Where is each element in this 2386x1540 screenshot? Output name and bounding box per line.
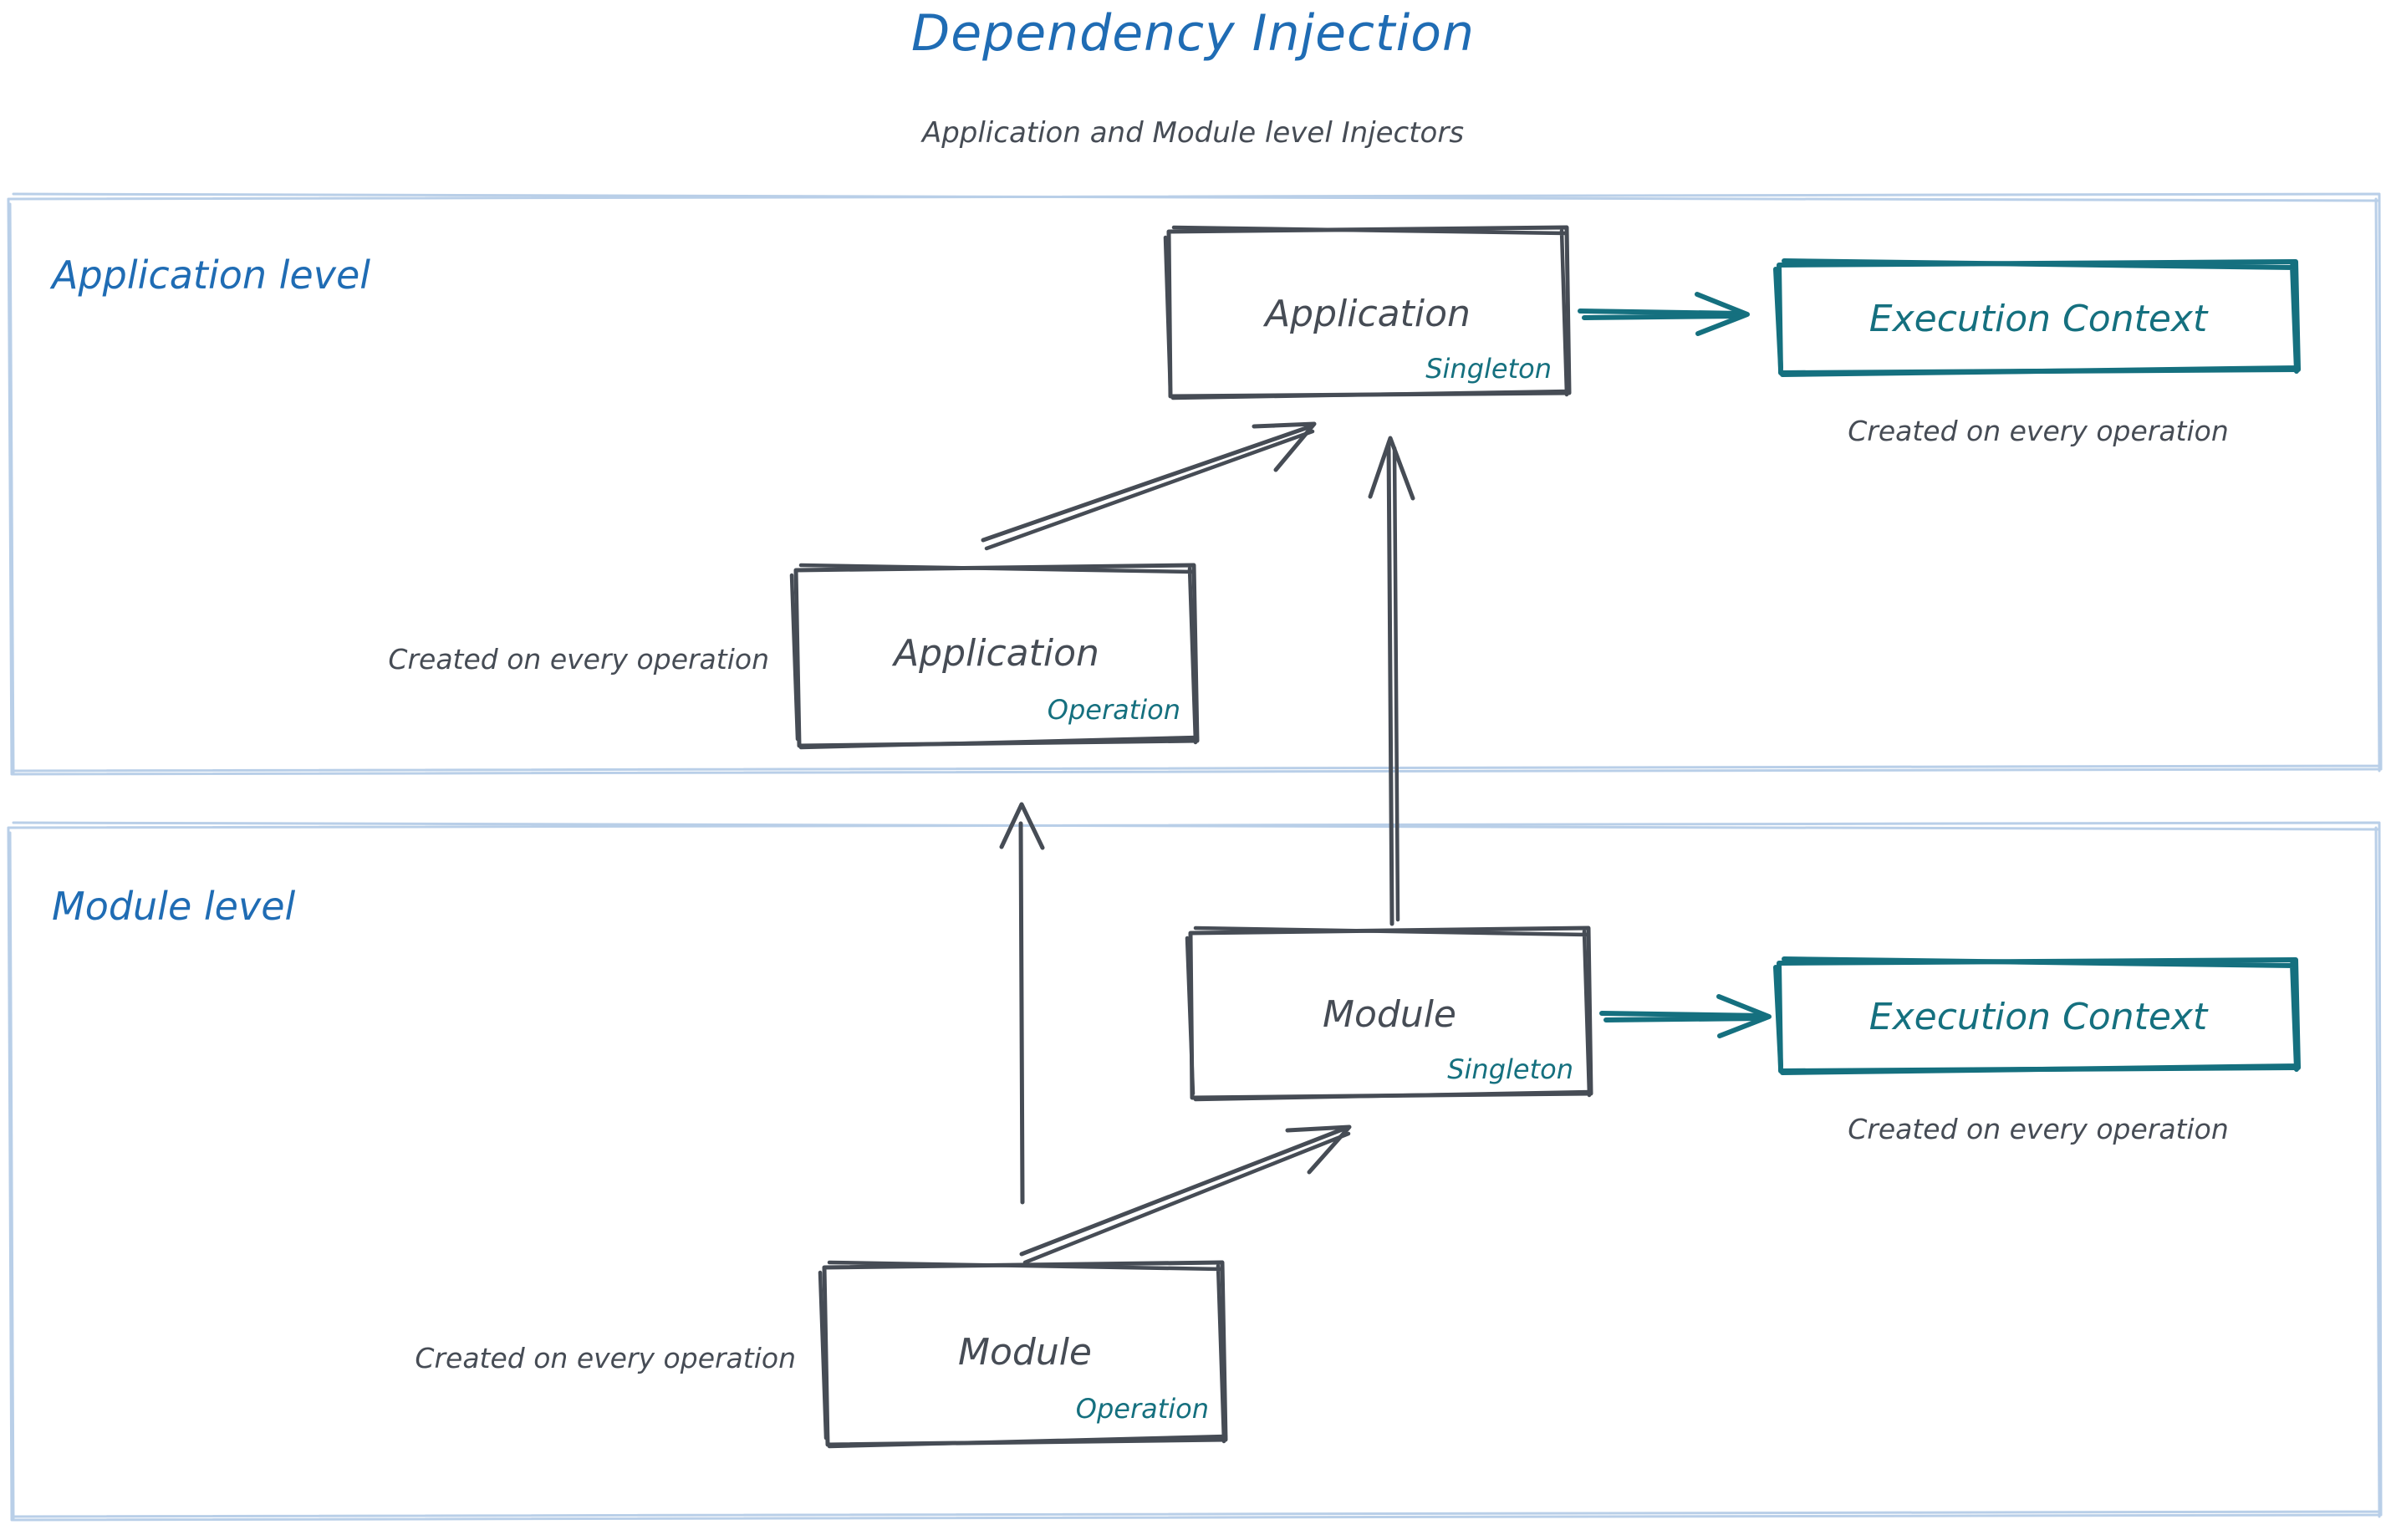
module-operation-box-sketch (818, 1260, 1228, 1449)
application-operation-title: Application (891, 632, 1099, 675)
arrow-head (1252, 421, 1317, 472)
arrow-shaft-sketch (984, 429, 1315, 551)
module-operation-scope: Operation (1076, 1393, 1209, 1425)
execution-context-module-title: Execution Context (1869, 996, 2209, 1038)
execution-context-app-title: Execution Context (1869, 298, 2209, 340)
arrow-shaft-sketch (1392, 446, 1400, 922)
arrow-head (999, 802, 1045, 850)
module-singleton-box-sketch (1185, 926, 1593, 1102)
execution-context-app-caption: Created on every operation (1848, 415, 2229, 447)
arrow-module-operation-to-singleton (1019, 1124, 1352, 1265)
arrow-module-singleton-to-application-singleton (1368, 436, 1415, 926)
module-singleton-title: Module (1323, 993, 1456, 1036)
lane-module-border (7, 821, 2383, 1522)
node-application-operation[interactable]: Application Operation Created on every o… (388, 563, 1200, 750)
arrow-shaft (1578, 309, 1746, 316)
lane-label-module: Module level (52, 884, 295, 929)
node-execution-context-module[interactable]: Execution Context Created on every opera… (1773, 956, 2301, 1145)
lane-module-border-sketch (8, 821, 2381, 1520)
node-application-singleton[interactable]: Application Singleton (1163, 225, 1572, 400)
arrow-head (1368, 436, 1415, 501)
lane-application-level: Application level (7, 192, 2383, 776)
arrow-shaft (1018, 821, 1025, 1205)
arrow-shaft-sketch (1582, 314, 1743, 320)
node-module-singleton[interactable]: Module Singleton (1185, 926, 1593, 1102)
execution-context-module-caption: Created on every operation (1848, 1113, 2229, 1145)
module-singleton-scope: Singleton (1447, 1053, 1573, 1085)
application-operation-scope: Operation (1048, 694, 1180, 726)
arrow-shaft (1599, 1011, 1768, 1018)
module-operation-caption: Created on every operation (415, 1342, 796, 1374)
node-execution-context-application[interactable]: Execution Context Created on every opera… (1773, 258, 2301, 447)
module-operation-title: Module (958, 1331, 1092, 1374)
arrow-head (1285, 1124, 1352, 1175)
execution-context-module-box-sketch (1773, 956, 2300, 1075)
arrow-shaft-sketch (1603, 1016, 1765, 1022)
lane-label-application: Application level (49, 252, 370, 298)
page-subtitle: Application and Module level Injectors (920, 116, 1464, 150)
page-title: Dependency Injection (911, 4, 1475, 63)
arrow-head (1716, 994, 1772, 1038)
arrow-head (1695, 292, 1750, 336)
arrow-shaft (981, 425, 1311, 543)
application-singleton-scope: Singleton (1425, 353, 1552, 385)
application-operation-caption: Created on every operation (388, 643, 769, 676)
arrow-application-to-execution-context (1578, 292, 1750, 336)
lane-module-level: Module level (7, 821, 2383, 1522)
arrow-module-operation-to-application-level (999, 802, 1045, 1205)
application-singleton-title: Application (1262, 293, 1471, 335)
arrow-shaft (1386, 441, 1394, 926)
application-operation-box-sketch (789, 563, 1200, 750)
arrow-shaft-sketch (1022, 1131, 1351, 1265)
lane-application-border (7, 192, 2383, 776)
arrow-shaft (1019, 1126, 1347, 1257)
lane-application-border-sketch (8, 192, 2381, 774)
arrow-application-operation-to-singleton (981, 421, 1317, 551)
node-module-operation[interactable]: Module Operation Created on every operat… (415, 1260, 1228, 1449)
arrow-module-to-execution-context (1599, 994, 1772, 1038)
application-singleton-box-sketch (1163, 225, 1571, 400)
execution-context-app-box-sketch (1773, 258, 2300, 377)
